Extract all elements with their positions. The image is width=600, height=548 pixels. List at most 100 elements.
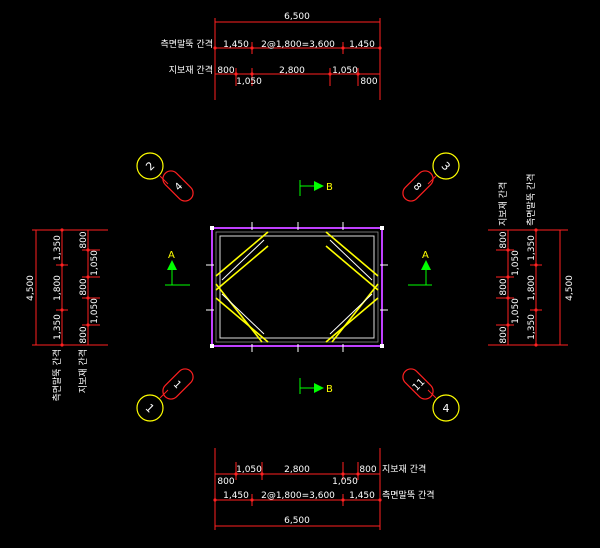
strut-bottom-left [215,297,269,343]
bottom-support-label: 지보재 간격 [382,463,426,475]
callout-leader [427,175,437,185]
left-dimensions: 4,500 1,350 1,800 1,350 측면말뚝 간격 800 1,05… [26,228,108,402]
right-dim-dot [506,275,510,279]
callout-bottom-right[interactable]: 4 11 [400,366,460,422]
right-dim-dot [506,323,510,327]
callout-number: 4 [443,402,450,415]
section-arrow-icon [314,181,324,191]
outer-wall [211,227,383,347]
corner-nodes [210,226,384,348]
right-dimensions: 800 1,050 800 1,050 800 지보재 간격 1,350 1,8… [488,173,575,347]
strut-bottom-left-2 [215,283,263,343]
right-support-label: 지보재 간격 [497,182,509,226]
right-dim-dot [534,228,538,232]
bottom-support-value: 800 [217,477,234,487]
left-dim-dot [60,308,64,312]
bottom-dim-dot [213,498,217,502]
right-side-pile-value: 1,350 [527,235,537,261]
section-arrow-icon [421,260,431,270]
strut-top-right [325,231,379,277]
left-dim-dot [86,296,90,300]
top-side-pile-value: 2@1,800=3,600 [261,40,335,50]
callout-top-left[interactable]: 2 4 [136,152,196,204]
inner-cut [221,239,373,335]
strut-bottom-right-2 [331,283,379,343]
inner-diag [329,239,373,281]
section-marker-a-left[interactable]: A [165,250,190,286]
bottom-dim-dot [250,498,254,502]
callout-leader [159,175,169,185]
section-arrow-icon [314,383,324,393]
inner-diag [221,239,265,281]
bottom-support-value: 1,050 [236,465,262,475]
top-support-value: 2,800 [279,66,305,76]
top-dim-dot [378,46,382,50]
bottom-dim-dot [341,472,345,476]
right-support-value: 1,050 [511,298,521,324]
left-side-pile-value: 1,350 [53,314,63,340]
right-side-pile-label: 측면말뚝 간격 [525,173,537,226]
callout-number: 3 [439,159,453,173]
top-dim-dot [250,46,254,50]
bottom-side-pile-value: 1,450 [223,491,249,501]
callout-circle [432,394,460,422]
section-marker-b-bottom[interactable]: B [299,378,333,395]
left-support-value: 800 [79,278,89,295]
left-dim-dot [86,248,90,252]
top-support-value: 1,050 [332,66,358,76]
strut-top-left [215,231,269,277]
bottom-total-label: 6,500 [284,516,310,526]
callout-number: 1 [143,401,157,415]
section-label: B [326,182,333,193]
callout-circle [432,152,460,180]
top-total-label: 6,500 [284,12,310,22]
bottom-dimensions: 1,050 2,800 800 지보재 간격 800 1,050 1,450 2… [213,448,435,530]
callout-circle [136,152,164,180]
callout-pill-number: 4 [173,181,185,193]
left-support-label: 지보재 간격 [77,349,89,393]
right-support-value: 800 [499,231,509,248]
right-dim-dot [534,263,538,267]
wale-line [215,231,379,343]
callout-bottom-left[interactable]: 1 1 [136,366,196,422]
corner-struts [215,231,379,343]
bottom-dim-dot [341,498,345,502]
left-side-pile-value: 1,800 [53,275,63,301]
right-support-value: 800 [499,278,509,295]
right-side-pile-value: 1,800 [527,275,537,301]
callout-top-right[interactable]: 3 8 [400,152,460,204]
right-dim-dot [534,308,538,312]
top-dimensions: 6,500 측면말뚝 간격 1,450 2@1,800=3,600 1,450 … [160,12,382,100]
right-dim-dot [506,296,510,300]
right-support-value: 800 [499,326,509,343]
top-dim-dot [341,46,345,50]
corner-node [210,226,214,230]
section-marker-a-right[interactable]: A [408,250,432,286]
left-support-value: 800 [79,231,89,248]
right-dim-dot [534,343,538,347]
bottom-dim-dot [356,472,360,476]
section-marker-b-top[interactable]: B [299,180,333,196]
corner-node [380,226,384,230]
callout-pill [402,368,434,400]
left-dim-dot [86,323,90,327]
left-side-pile-label: 측면말뚝 간격 [51,349,63,402]
top-side-pile-value: 1,450 [223,40,249,50]
section-arrow-icon [167,260,177,270]
right-support-value: 1,050 [511,250,521,276]
top-support-value: 800 [217,66,234,76]
corner-node [380,344,384,348]
callout-number: 2 [143,159,157,173]
bottom-side-pile-value: 1,450 [349,491,375,501]
callout-pill-number: 1 [171,379,183,391]
bottom-support-value: 1,050 [332,477,358,487]
strut-bottom-right [325,297,379,343]
bottom-dim-dot [378,498,382,502]
callout-pill [402,170,434,202]
strut-top-right-2 [325,245,379,291]
left-support-value: 1,050 [90,250,100,276]
top-support-value: 800 [360,77,377,87]
inner-diag [329,293,373,335]
section-label: A [422,250,429,261]
